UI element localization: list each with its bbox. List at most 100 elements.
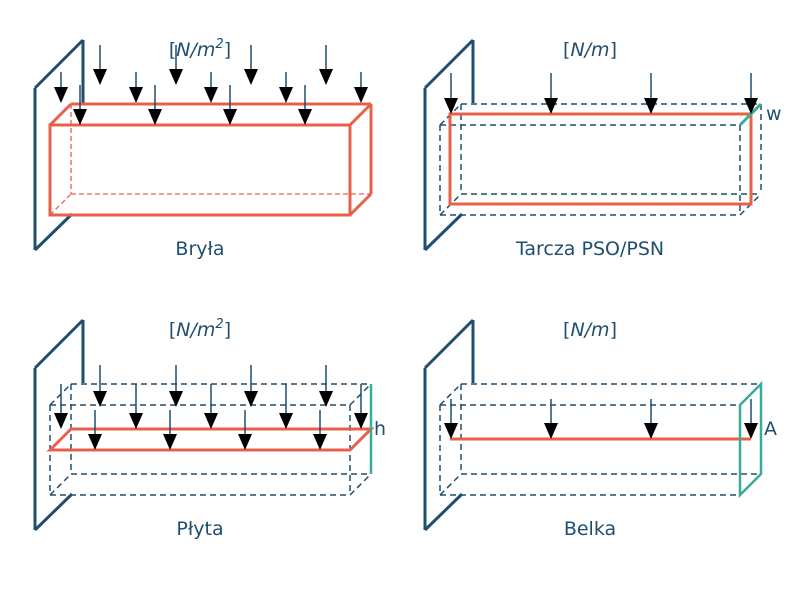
- arrow-head: [444, 423, 458, 439]
- panel-tarcza: [N/m] w Tarcza PSO/PSN: [423, 38, 782, 260]
- load-arrow: [169, 45, 183, 85]
- load-arrow: [279, 72, 293, 103]
- load-arrow: [88, 410, 102, 450]
- panel-bryla: [N/m2] Bryła: [33, 37, 373, 260]
- box-edge: [349, 473, 372, 496]
- load-arrow: [313, 410, 327, 450]
- arrow-head: [744, 423, 758, 439]
- hidden-edge: [49, 193, 72, 216]
- load-arrows: [444, 399, 758, 439]
- panel-caption: Bryła: [175, 238, 224, 260]
- load-arrow: [204, 72, 218, 103]
- load-arrow: [54, 384, 68, 429]
- dimension-label-h: h: [374, 418, 386, 440]
- load-arrow: [223, 85, 237, 125]
- body-edge: [348, 192, 373, 217]
- arrow-head: [544, 98, 558, 114]
- load-arrow: [54, 72, 68, 103]
- arrow-head: [444, 98, 458, 114]
- box-edge: [439, 383, 462, 406]
- load-arrow: [544, 73, 558, 114]
- load-arrows: [444, 73, 758, 114]
- load-arrow: [354, 384, 368, 429]
- bounding-box-dashed: [439, 103, 762, 216]
- arrow-head: [238, 434, 252, 450]
- arrow-head: [73, 109, 87, 125]
- load-unit-label: [N/m]: [563, 39, 617, 61]
- arrow-head: [169, 391, 183, 407]
- arrow-head: [93, 391, 107, 407]
- cross-section-dimension: [738, 380, 763, 499]
- panel-caption: Belka: [564, 518, 616, 540]
- panel-caption: Tarcza PSO/PSN: [515, 238, 664, 260]
- panel-belka: [N/m] A Belka: [423, 318, 777, 540]
- membrane-rect: [448, 112, 753, 206]
- dimension-label-a: A: [764, 418, 777, 440]
- arrow-head: [93, 69, 107, 85]
- load-arrow: [319, 45, 333, 85]
- panel-plyta: [N/m2] h Płyta: [33, 317, 386, 540]
- membrane-plane: [448, 112, 753, 206]
- wall-edge: [423, 212, 464, 252]
- arrow-head: [204, 87, 218, 103]
- load-arrow: [298, 85, 312, 125]
- wall-support: [423, 318, 475, 532]
- load-arrow: [204, 384, 218, 429]
- arrow-head: [313, 434, 327, 450]
- arrow-head: [279, 413, 293, 429]
- load-unit-label: [N/m2]: [169, 37, 231, 61]
- load-arrow: [73, 85, 87, 125]
- wall-edge: [423, 38, 475, 90]
- wall-edge: [423, 318, 475, 370]
- load-arrows: [54, 45, 368, 125]
- cross-section-outline: [738, 380, 763, 499]
- arrow-head: [644, 423, 658, 439]
- wall-support: [33, 318, 85, 532]
- arrow-head: [169, 69, 183, 85]
- wall-edge: [33, 212, 74, 252]
- arrow-head: [54, 413, 68, 429]
- bounding-box-dashed: [439, 383, 761, 496]
- arrow-head: [354, 413, 368, 429]
- wall-edge: [33, 318, 85, 370]
- body-edge: [48, 102, 73, 127]
- load-arrow: [238, 410, 252, 450]
- load-arrow: [244, 45, 258, 85]
- arrow-head: [354, 87, 368, 103]
- load-arrow: [744, 73, 758, 114]
- arrow-head: [298, 109, 312, 125]
- load-arrow: [169, 365, 183, 407]
- load-arrow: [444, 73, 458, 114]
- arrow-head: [204, 413, 218, 429]
- arrow-head: [244, 69, 258, 85]
- wall-edge: [423, 492, 464, 532]
- load-arrow: [129, 72, 143, 103]
- panel-caption: Płyta: [176, 518, 223, 540]
- arrow-head: [244, 391, 258, 407]
- load-arrow: [444, 399, 458, 439]
- box-edge: [439, 473, 462, 496]
- arrow-head: [223, 109, 237, 125]
- arrow-head: [148, 109, 162, 125]
- load-arrow: [544, 399, 558, 439]
- arrow-head: [744, 98, 758, 114]
- wall-edge: [33, 38, 85, 90]
- arrow-head: [88, 434, 102, 450]
- load-arrow: [744, 399, 758, 439]
- arrow-head: [129, 413, 143, 429]
- wall-support: [33, 38, 85, 252]
- load-arrow: [354, 72, 368, 103]
- load-arrow: [93, 45, 107, 85]
- dimension-label-w: w: [766, 103, 782, 125]
- arrow-head: [129, 87, 143, 103]
- load-arrow: [644, 399, 658, 439]
- arrow-head: [54, 87, 68, 103]
- load-unit-label: [N/m2]: [169, 317, 231, 341]
- arrow-head: [163, 434, 177, 450]
- arrow-head: [544, 423, 558, 439]
- body-edge: [348, 102, 373, 127]
- wall-support: [423, 38, 475, 252]
- load-arrow: [319, 365, 333, 407]
- load-arrow: [129, 384, 143, 429]
